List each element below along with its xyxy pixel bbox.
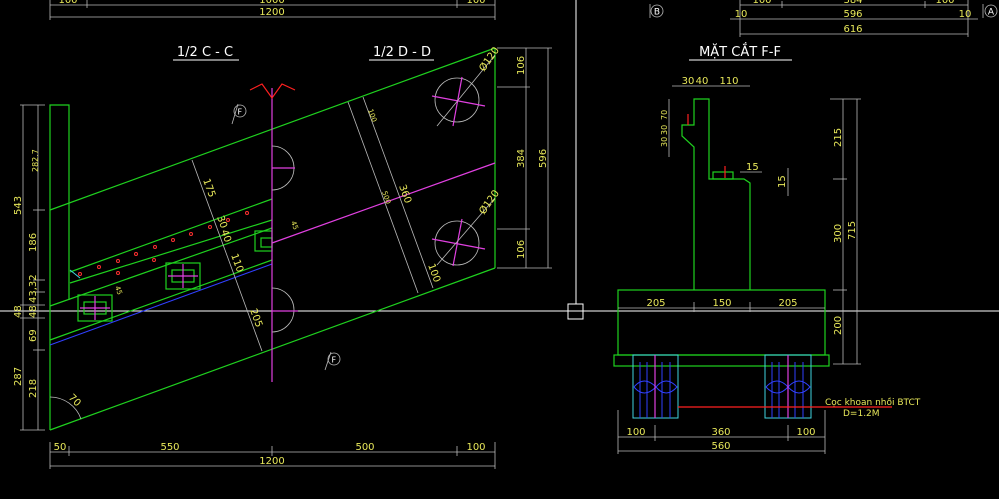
- abutment-wall-outline: [681, 98, 751, 290]
- dim-text: 1200: [259, 7, 284, 18]
- dim-text: 616: [843, 24, 862, 35]
- bearing-seat: [712, 171, 734, 180]
- dim-text: 543: [13, 196, 24, 215]
- dim-text: 560: [711, 441, 730, 452]
- dim-text: 287: [13, 367, 24, 386]
- lean-concrete: [613, 354, 830, 367]
- dim-text: 15: [777, 175, 788, 188]
- angle-text: 70: [66, 392, 83, 409]
- dim-text: 100: [752, 0, 771, 6]
- dim-text: 45: [289, 220, 300, 231]
- inclined-dimensions: 175 30 40 110 205 100 500 360 100 45 45: [113, 96, 442, 352]
- dim-text: 110: [228, 252, 245, 274]
- pile-note: Cọc khoan nhồi BTCT: [825, 397, 921, 408]
- pile-dimensions: 100 360 100 560: [617, 410, 826, 454]
- dim-text: 43,32: [28, 274, 39, 303]
- cursor-pickbox[interactable]: [567, 303, 584, 320]
- dim-text: 100: [796, 427, 815, 438]
- top-dimension: 100 1000 100 1200: [49, 0, 496, 20]
- section-f-f-view: B A 100 384 100 10 596 10 616 MẶT CẮT F-…: [613, 0, 998, 454]
- dim-text: 106: [516, 240, 527, 259]
- bearing-pads: [77, 230, 273, 322]
- axis-arrow-icon: [249, 83, 296, 100]
- head-dimensions: 30 40 110 70 30 30 15 15: [660, 76, 789, 196]
- dim-text: F: [332, 356, 337, 365]
- dim-text: 282.7: [31, 149, 40, 172]
- dim-text: 596: [843, 9, 862, 20]
- section-title-d: 1/2 D - D: [373, 45, 431, 60]
- dim-text: 218: [28, 379, 39, 398]
- axis-mark-a: A: [982, 4, 998, 18]
- dim-text: 100: [626, 427, 645, 438]
- section-mark-f-top: F: [231, 103, 247, 125]
- dim-text: 10: [735, 9, 748, 20]
- dim-text: 100: [935, 0, 954, 6]
- dim-text: 10: [959, 9, 972, 20]
- dim-text: 1200: [259, 456, 284, 467]
- dim-text: 215: [833, 128, 844, 147]
- dim-text: 205: [646, 298, 665, 309]
- diameter-text: Ø120: [477, 188, 502, 217]
- dim-text: 30: [660, 125, 669, 135]
- dim-text: 30: [682, 76, 695, 87]
- angle-arc: [49, 396, 82, 420]
- dim-text: 106: [516, 56, 527, 75]
- dim-text: 30: [660, 137, 669, 147]
- dim-text: 360: [711, 427, 730, 438]
- dim-text: 205: [778, 298, 797, 309]
- bottom-dimensions: 50 550 500 100 1200: [49, 442, 496, 469]
- dim-text: 100: [466, 442, 485, 453]
- section-title-f: MẶT CẮT F-F: [699, 43, 781, 60]
- right-dimensions: 215 300 200 715: [830, 98, 861, 365]
- top-dimension: 100 384 100 10 596 10 616: [730, 0, 978, 37]
- dim-text: 15: [746, 162, 759, 173]
- dim-text: 100: [466, 0, 485, 6]
- dim-text: 300: [833, 224, 844, 243]
- dim-text: 1000: [259, 0, 284, 6]
- skew-axis-line: [271, 162, 496, 244]
- pile-right: [764, 354, 812, 419]
- dim-text: 100: [58, 0, 77, 6]
- dim-text: 550: [160, 442, 179, 453]
- pile-left: [632, 354, 679, 419]
- section-title-c: 1/2 C - C: [177, 45, 233, 60]
- dim-text: B: [654, 8, 660, 18]
- dim-text: 100: [366, 108, 378, 123]
- footing-dimensions: 205 150 205: [618, 298, 825, 312]
- dim-text: 45: [113, 285, 124, 296]
- pile-diameter: D=1.2M: [843, 409, 880, 419]
- bolt-holes: Ø120 Ø120: [431, 45, 502, 267]
- dim-text: 69: [28, 329, 39, 342]
- dim-text: 110: [719, 76, 738, 87]
- dim-text: F: [238, 108, 243, 117]
- dim-text: 150: [712, 298, 731, 309]
- dim-text: 384: [516, 149, 527, 168]
- dim-text: 48: [13, 305, 24, 318]
- axis-mark-b: B: [649, 4, 664, 18]
- dim-text: 40: [218, 228, 233, 244]
- dim-text: 596: [538, 149, 549, 168]
- right-dimensions: 106 384 106 596: [497, 47, 552, 269]
- left-plan-view: 100 1000 100 1200 1/2 C - C 1/2 D - D: [13, 0, 552, 469]
- dim-text: 384: [843, 0, 862, 6]
- dim-text: 715: [847, 221, 858, 240]
- section-mark-f-bottom: F: [324, 351, 341, 371]
- dim-text: 70: [660, 110, 669, 120]
- dim-text: 50: [54, 442, 67, 453]
- dim-text: A: [988, 8, 995, 18]
- dim-text: 200: [833, 316, 844, 335]
- dim-text: 186: [28, 233, 39, 252]
- dim-text: 48: [28, 305, 39, 318]
- diameter-text: Ø120: [477, 45, 502, 74]
- anchor-dots: [78, 211, 249, 276]
- dim-text: 500: [355, 442, 374, 453]
- left-dimensions: 543 287 48 282.7 186 43,32 48 69 218: [13, 104, 45, 431]
- semicircle-bottom: [271, 287, 295, 333]
- dim-text: 40: [696, 76, 709, 87]
- dim-text: 30: [214, 214, 229, 230]
